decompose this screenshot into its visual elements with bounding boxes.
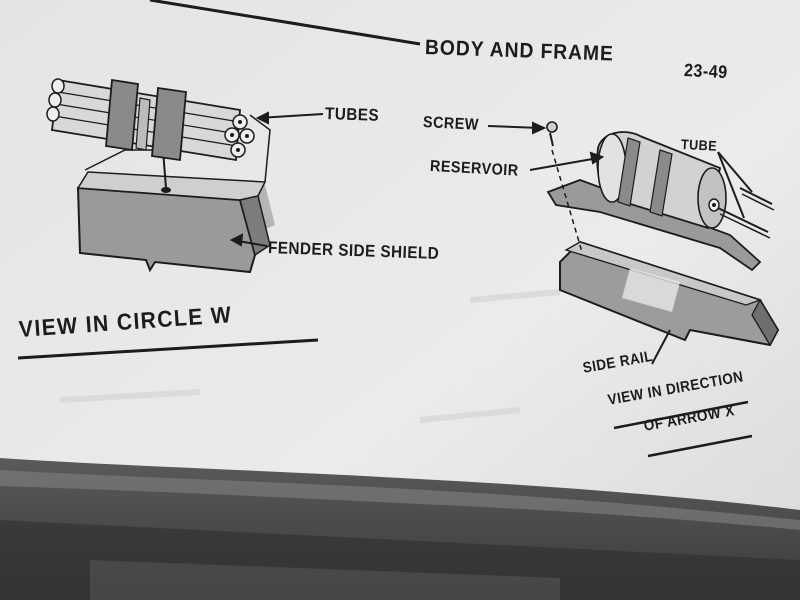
- label-tube: TUBE: [680, 136, 718, 154]
- label-tubes: TUBES: [324, 104, 380, 125]
- page-number: 23-49: [683, 60, 729, 83]
- label-screw: SCREW: [422, 114, 480, 134]
